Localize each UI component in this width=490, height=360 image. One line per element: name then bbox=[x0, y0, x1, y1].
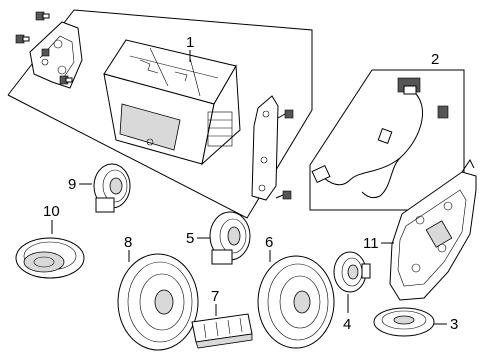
group-2-outline bbox=[309, 69, 465, 211]
callout-10: 10 bbox=[43, 203, 60, 234]
speaker-5[interactable] bbox=[209, 211, 251, 265]
svg-text:5: 5 bbox=[186, 230, 194, 247]
svg-text:2: 2 bbox=[431, 51, 439, 68]
receiver-side-bracket[interactable] bbox=[251, 95, 279, 201]
tweeter-speaker-3[interactable] bbox=[373, 307, 435, 337]
subwoofer-enclosure-11[interactable] bbox=[389, 159, 477, 301]
callout-11: 11 bbox=[363, 235, 394, 252]
svg-text:10: 10 bbox=[43, 203, 60, 220]
woofer-speaker-6[interactable] bbox=[257, 255, 335, 349]
callout-1: 1 bbox=[186, 34, 194, 62]
svg-text:6: 6 bbox=[265, 234, 273, 251]
callout-2: 2 bbox=[431, 51, 439, 68]
speaker-10[interactable] bbox=[15, 237, 85, 279]
bolt-icon[interactable] bbox=[15, 34, 30, 44]
callout-3: 3 bbox=[434, 316, 458, 333]
svg-text:8: 8 bbox=[124, 234, 132, 251]
callout-8: 8 bbox=[124, 234, 132, 262]
svg-text:3: 3 bbox=[450, 316, 458, 333]
screw-icon[interactable] bbox=[275, 190, 292, 200]
callout-7: 7 bbox=[211, 288, 219, 316]
svg-text:11: 11 bbox=[363, 235, 379, 252]
svg-text:7: 7 bbox=[211, 288, 219, 305]
bolt-icon[interactable] bbox=[41, 48, 50, 57]
tweeter-speaker-4[interactable] bbox=[333, 251, 371, 293]
amplifier-module-7[interactable] bbox=[191, 313, 253, 349]
callout-5: 5 bbox=[186, 230, 210, 247]
antenna-cable-assembly[interactable] bbox=[311, 77, 449, 199]
bolt-icon[interactable] bbox=[35, 11, 50, 21]
svg-text:9: 9 bbox=[68, 176, 76, 193]
bolt-icon[interactable] bbox=[59, 75, 73, 85]
svg-text:4: 4 bbox=[343, 316, 351, 333]
woofer-speaker-8[interactable] bbox=[117, 253, 199, 351]
callout-6: 6 bbox=[265, 234, 273, 262]
tweeter-speaker-9[interactable] bbox=[93, 163, 131, 213]
callout-9: 9 bbox=[68, 176, 92, 193]
callout-4: 4 bbox=[343, 294, 351, 333]
screw-icon[interactable] bbox=[277, 109, 294, 119]
svg-text:1: 1 bbox=[186, 34, 194, 51]
mounting-bracket-left[interactable] bbox=[29, 21, 83, 89]
radio-receiver-unit[interactable] bbox=[103, 39, 241, 166]
